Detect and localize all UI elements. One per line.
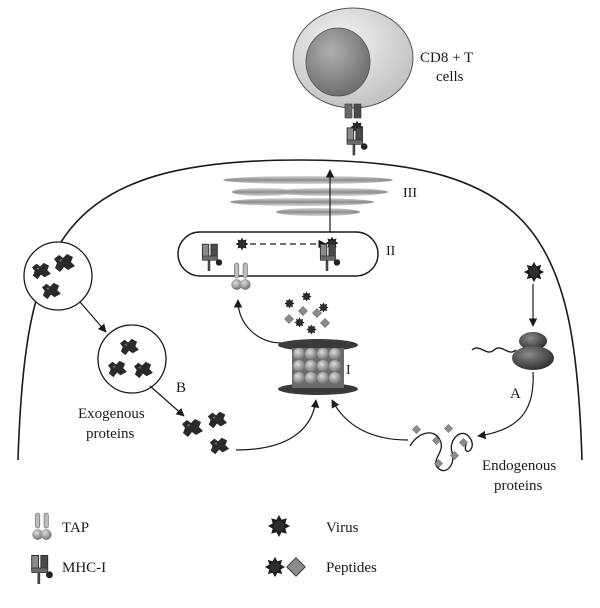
cytosol-virus-icon xyxy=(523,261,545,283)
stage-2-label: II xyxy=(386,244,396,259)
endogenous-label-line2: proteins xyxy=(494,478,542,494)
legend: TAP MHC-I Virus Peptides xyxy=(31,512,377,584)
path-a-label: A xyxy=(510,386,521,402)
legend-tap-label: TAP xyxy=(62,520,89,536)
proteasome xyxy=(278,339,358,395)
arrow-endogenous-to-proteasome xyxy=(331,399,409,441)
cytosol-protein-icon-1 xyxy=(182,419,203,437)
legend-peptide-virus-icon xyxy=(264,556,286,578)
mrna-strand xyxy=(471,347,517,353)
stage-1-label: I xyxy=(346,363,351,378)
legend-virus-icon xyxy=(268,515,290,537)
legend-peptides-label: Peptides xyxy=(326,560,377,576)
phagosome-vesicle xyxy=(97,324,167,394)
endogenous-polypeptide xyxy=(409,424,473,472)
peptide-cluster xyxy=(284,291,330,335)
tcell-label-line2: cells xyxy=(436,69,464,85)
tcell-label-line1: CD8 + T xyxy=(420,50,473,66)
arrow-phagosome-to-cytosol xyxy=(149,385,185,417)
ribosome xyxy=(512,332,554,370)
cytosol-protein-icon-2 xyxy=(207,411,228,429)
legend-peptide-diamond-icon xyxy=(286,557,306,577)
endosome-vesicle xyxy=(23,241,93,311)
arrow-proteasome-to-tap xyxy=(233,299,283,344)
exogenous-label-line1: Exogenous xyxy=(78,406,145,422)
exogenous-label-line2: proteins xyxy=(86,426,134,442)
er-virus-icon xyxy=(235,237,249,251)
legend-mhc-label: MHC-I xyxy=(62,560,106,576)
cytosol-protein-icon-3 xyxy=(209,437,230,455)
legend-tap-icon xyxy=(32,512,53,541)
legend-virus-label: Virus xyxy=(326,520,359,536)
endogenous-label-line1: Endogenous xyxy=(482,458,556,474)
surface-mhc-icon xyxy=(346,127,368,156)
stage-3-label: III xyxy=(403,186,417,201)
golgi-stack xyxy=(223,176,393,216)
cd8-t-cell xyxy=(292,7,414,119)
arrow-exogenous-to-proteasome xyxy=(235,399,320,451)
legend-mhc-icon xyxy=(31,554,54,584)
arrow-ribosome-to-polypeptide xyxy=(477,371,534,440)
arrow-endosome-to-phagosome xyxy=(79,301,107,333)
path-b-label: B xyxy=(176,380,186,396)
